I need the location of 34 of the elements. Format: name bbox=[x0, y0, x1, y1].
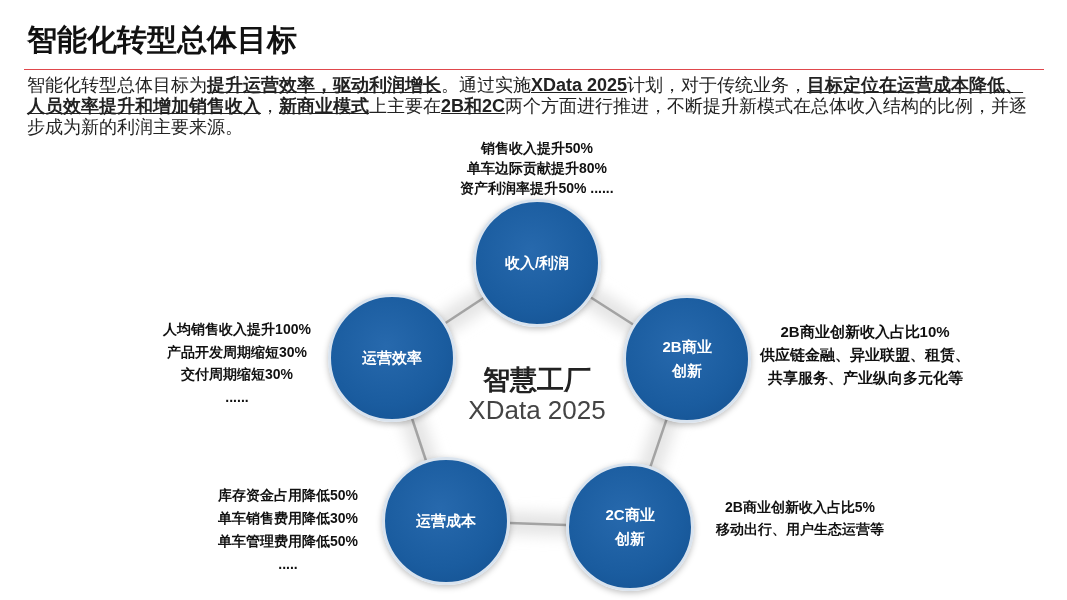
metric-text: 单车管理费用降低50% bbox=[218, 532, 358, 551]
metric-text: 供应链金融、异业联盟、租赁、共享服务、产业纵向多元化等 bbox=[758, 345, 971, 388]
circle-label: 收入/利润 bbox=[504, 253, 570, 273]
connector-line bbox=[649, 419, 668, 467]
metric-text: 单车边际贡献提升80% bbox=[467, 159, 607, 178]
page-title: 智能化转型总体目标 bbox=[27, 22, 297, 58]
metric-text: 产品开发周期缩短30% bbox=[167, 342, 307, 362]
connector-line bbox=[590, 296, 634, 326]
metric-text: 库存资金占用降低50% bbox=[218, 486, 358, 505]
circle-label: 2C商业创新 bbox=[604, 505, 656, 549]
circle-label: 2B商业创新 bbox=[661, 337, 713, 381]
connector-line bbox=[509, 521, 567, 527]
metric-text: 单车销售费用降低30% bbox=[218, 509, 358, 528]
metric-text: ..... bbox=[278, 555, 298, 574]
metric-text: 交付周期缩短30% bbox=[181, 365, 293, 384]
metric-text: 移动出行、用户生态运营等 bbox=[716, 520, 884, 539]
goal-circle bbox=[566, 463, 694, 591]
goal-circle bbox=[328, 294, 456, 422]
goal-circle bbox=[382, 457, 510, 585]
intro-paragraph: 智能化转型总体目标为提升运营效率，驱动利润增长。通过实施XData 2025计划，对于传统业务，目标定位在运营成本降低、人员效率提升和增加销售收入，新商业模式上主要在2B和2C两个方面进行推进，不断提升新模式在总体收入结构的比例，并逐步成为新的利润主要来源。 bbox=[27, 75, 1029, 138]
goal-circle bbox=[623, 295, 751, 423]
metric-text: 2B商业创新收入占比10% bbox=[779, 322, 951, 342]
metric-text: 人均销售收入提升100% bbox=[163, 320, 311, 339]
metric-text: 销售收入提升50% bbox=[481, 139, 593, 158]
goal-circle bbox=[473, 199, 601, 327]
center-title: 智慧工厂 bbox=[483, 364, 591, 397]
circle-label: 运营成本 bbox=[416, 511, 476, 531]
connector-line bbox=[444, 297, 485, 324]
metric-text: ...... bbox=[225, 387, 249, 407]
center-subtitle: XData 2025 bbox=[468, 395, 606, 426]
connector-line bbox=[410, 418, 428, 461]
circle-label: 运营效率 bbox=[362, 348, 422, 368]
metric-text: 2B商业创新收入占比5% bbox=[724, 498, 876, 517]
metric-text: 资产利润率提升50% ...... bbox=[460, 179, 614, 198]
